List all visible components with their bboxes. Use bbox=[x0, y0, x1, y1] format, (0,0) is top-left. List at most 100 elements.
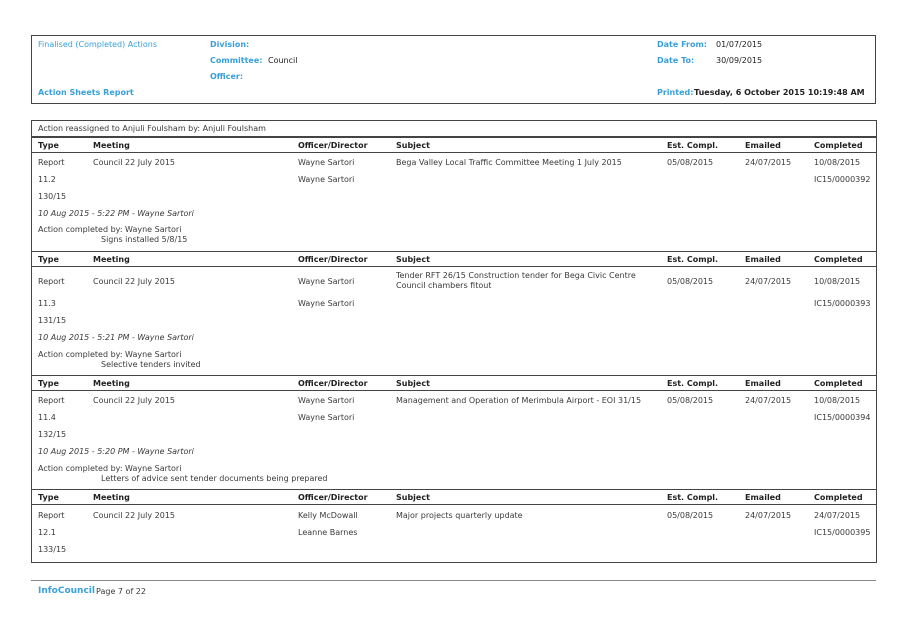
reassign-note-row: Action reassigned to Anjuli Foulsham by:… bbox=[32, 121, 876, 137]
col-officer: Officer/Director bbox=[298, 255, 368, 264]
date-to-label: Date To: bbox=[657, 56, 695, 65]
officer-label: Officer: bbox=[210, 72, 244, 81]
row-meeting: Council 22 July 2015 bbox=[93, 396, 176, 405]
col-type: Type bbox=[38, 379, 59, 388]
row-action-note: Signs installed 5/8/15 bbox=[101, 235, 188, 244]
col-est: Est. Compl. bbox=[667, 379, 719, 388]
row-officer-2: Wayne Sartori bbox=[298, 413, 355, 422]
col-completed: Completed bbox=[814, 379, 863, 388]
row-item: 12.1 bbox=[38, 528, 56, 537]
row-type: Report bbox=[38, 158, 65, 167]
row-est: 05/08/2015 bbox=[667, 396, 714, 405]
committee-label: Committee: bbox=[210, 56, 263, 65]
col-emailed: Emailed bbox=[745, 493, 781, 502]
col-type: Type bbox=[38, 493, 59, 502]
row-meeting: Council 22 July 2015 bbox=[93, 158, 176, 167]
table-header: Type Meeting Officer/Director Subject Es… bbox=[32, 251, 876, 267]
col-subject: Subject bbox=[396, 255, 430, 264]
row-completed: 24/07/2015 bbox=[814, 511, 861, 520]
col-meeting: Meeting bbox=[93, 141, 130, 150]
row-emailed: 24/07/2015 bbox=[745, 277, 792, 286]
col-completed: Completed bbox=[814, 141, 863, 150]
row-doc-ref[interactable]: IC15/0000394 bbox=[814, 413, 871, 422]
row-emailed: 24/07/2015 bbox=[745, 396, 792, 405]
row-resolution: 133/15 bbox=[38, 545, 67, 554]
row-action-note: Letters of advice sent tender documents … bbox=[101, 474, 328, 483]
row-resolution: 130/15 bbox=[38, 192, 67, 201]
table-header: Type Meeting Officer/Director Subject Es… bbox=[32, 137, 876, 153]
footer-divider bbox=[31, 580, 876, 581]
col-completed: Completed bbox=[814, 493, 863, 502]
row-officer: Wayne Sartori bbox=[298, 396, 355, 405]
page-number: Page 7 of 22 bbox=[96, 587, 146, 596]
row-doc-ref[interactable]: IC15/0000395 bbox=[814, 528, 871, 537]
printed-value: Tuesday, 6 October 2015 10:19:48 AM bbox=[694, 88, 865, 97]
row-subject: Management and Operation of Merimbula Ai… bbox=[396, 396, 642, 405]
row-action-by: Action completed by: Wayne Sartori bbox=[38, 225, 182, 234]
row-type: Report bbox=[38, 396, 65, 405]
col-subject: Subject bbox=[396, 379, 430, 388]
row-est: 05/08/2015 bbox=[667, 277, 714, 286]
row-officer-2: Wayne Sartori bbox=[298, 299, 355, 308]
col-type: Type bbox=[38, 255, 59, 264]
report-header: Finalised (Completed) Actions Action She… bbox=[31, 35, 876, 104]
row-est: 05/08/2015 bbox=[667, 158, 714, 167]
row-est: 05/08/2015 bbox=[667, 511, 714, 520]
col-emailed: Emailed bbox=[745, 141, 781, 150]
row-completed: 10/08/2015 bbox=[814, 158, 861, 167]
row-type: Report bbox=[38, 511, 65, 520]
col-completed: Completed bbox=[814, 255, 863, 264]
report-type: Finalised (Completed) Actions bbox=[38, 40, 158, 49]
col-emailed: Emailed bbox=[745, 255, 781, 264]
row-officer: Wayne Sartori bbox=[298, 277, 355, 286]
row-officer-2: Wayne Sartori bbox=[298, 175, 355, 184]
col-subject: Subject bbox=[396, 141, 430, 150]
row-doc-ref[interactable]: IC15/0000392 bbox=[814, 175, 871, 184]
col-meeting: Meeting bbox=[93, 493, 130, 502]
committee-value: Council bbox=[268, 56, 298, 65]
row-completed: 10/08/2015 bbox=[814, 396, 861, 405]
date-to-value: 30/09/2015 bbox=[716, 56, 763, 65]
reassign-note: Action reassigned to Anjuli Foulsham by:… bbox=[38, 124, 266, 133]
row-subject: Tender RFT 26/15 Construction tender for… bbox=[396, 271, 636, 290]
row-action-by: Action completed by: Wayne Sartori bbox=[38, 464, 182, 473]
division-label: Division: bbox=[210, 40, 250, 49]
row-action-by: Action completed by: Wayne Sartori bbox=[38, 350, 182, 359]
table-header: Type Meeting Officer/Director Subject Es… bbox=[32, 375, 876, 391]
table-header: Type Meeting Officer/Director Subject Es… bbox=[32, 489, 876, 505]
row-completed: 10/08/2015 bbox=[814, 277, 861, 286]
action-sheets-table: Action reassigned to Anjuli Foulsham by:… bbox=[31, 120, 877, 563]
row-resolution: 131/15 bbox=[38, 316, 67, 325]
col-officer: Officer/Director bbox=[298, 141, 368, 150]
col-subject: Subject bbox=[396, 493, 430, 502]
row-emailed: 24/07/2015 bbox=[745, 158, 792, 167]
row-officer: Kelly McDowall bbox=[298, 511, 358, 520]
row-item: 11.3 bbox=[38, 299, 56, 308]
col-est: Est. Compl. bbox=[667, 255, 719, 264]
row-subject: Bega Valley Local Traffic Committee Meet… bbox=[396, 158, 622, 167]
col-officer: Officer/Director bbox=[298, 379, 368, 388]
row-item: 11.4 bbox=[38, 413, 56, 422]
report-name: Action Sheets Report bbox=[38, 88, 134, 97]
col-officer: Officer/Director bbox=[298, 493, 368, 502]
row-officer-2: Leanne Barnes bbox=[298, 528, 358, 537]
col-type: Type bbox=[38, 141, 59, 150]
row-doc-ref[interactable]: IC15/0000393 bbox=[814, 299, 871, 308]
col-meeting: Meeting bbox=[93, 255, 130, 264]
row-action-note: Selective tenders invited bbox=[101, 360, 201, 369]
row-officer: Wayne Sartori bbox=[298, 158, 355, 167]
row-type: Report bbox=[38, 277, 65, 286]
footer-brand: InfoCouncil bbox=[38, 586, 95, 596]
col-est: Est. Compl. bbox=[667, 493, 719, 502]
row-subject: Major projects quarterly update bbox=[396, 511, 523, 520]
row-log: 10 Aug 2015 - 5:22 PM - Wayne Sartori bbox=[38, 209, 194, 218]
row-meeting: Council 22 July 2015 bbox=[93, 511, 176, 520]
row-item: 11.2 bbox=[38, 175, 56, 184]
col-meeting: Meeting bbox=[93, 379, 130, 388]
date-from-label: Date From: bbox=[657, 40, 708, 49]
printed-label: Printed: bbox=[657, 88, 694, 97]
row-log: 10 Aug 2015 - 5:20 PM - Wayne Sartori bbox=[38, 447, 194, 456]
row-log: 10 Aug 2015 - 5:21 PM - Wayne Sartori bbox=[38, 333, 194, 342]
col-emailed: Emailed bbox=[745, 379, 781, 388]
col-est: Est. Compl. bbox=[667, 141, 719, 150]
